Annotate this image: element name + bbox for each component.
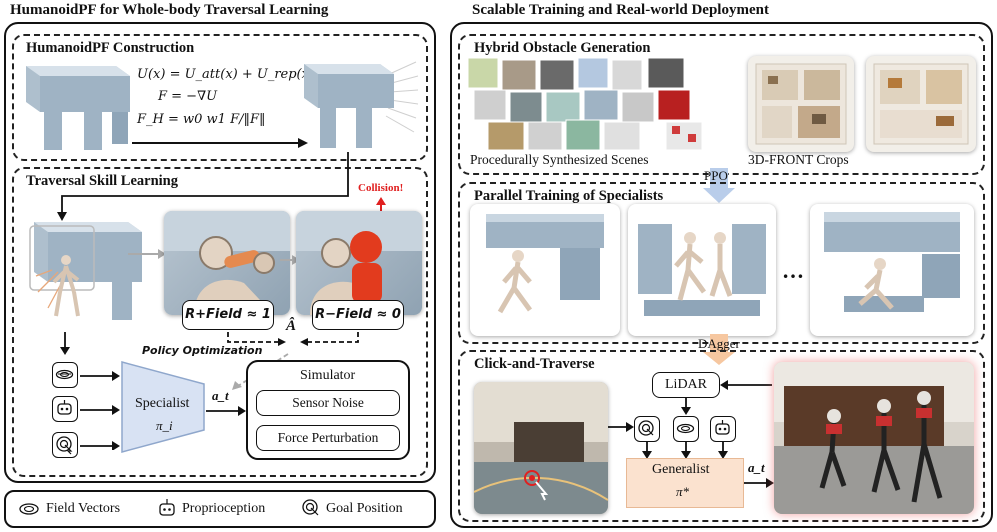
dagger-label: DAgger [698, 336, 740, 351]
lidar-to-field-arrow [681, 398, 691, 415]
goal-position-input-icon [52, 432, 78, 458]
reward-positive-box: R+Field ≈ 1 [182, 300, 274, 330]
click-title: Click-and-Traverse [474, 356, 595, 372]
gray-arrow-1 [128, 249, 166, 259]
force-perturbation-label: Force Perturbation [277, 430, 379, 445]
obstacle-gate-illustration [26, 66, 130, 150]
click-camera-view [474, 382, 608, 514]
generalist-symbol: π* [676, 484, 690, 499]
front-crops-label: 3D-FRONT Crops [748, 152, 849, 167]
construction-title: HumanoidPF Construction [26, 40, 195, 56]
left-panel-title: HumanoidPF for Whole-body Traversal Lear… [10, 2, 329, 18]
reward-negative: R−Field ≈ 0 [315, 307, 401, 322]
robot-to-lidar-arrow [720, 380, 772, 390]
proprioception-input-icon [52, 396, 78, 422]
parallel-title: Parallel Training of Specialists [474, 188, 664, 204]
force-perturbation-box: Force Perturbation [256, 425, 400, 451]
construction-arrow [132, 138, 308, 148]
reward-negative-box: R−Field ≈ 0 [312, 300, 404, 330]
right-panel-title: Scalable Training and Real-world Deploym… [472, 2, 769, 18]
closeup-collision [296, 211, 422, 315]
action-label-right: a_t [748, 460, 765, 475]
advantage-symbol: Â [286, 318, 297, 334]
collision-label: Collision! [358, 182, 404, 194]
goal-position-legend-icon [302, 499, 319, 516]
force-equation: F = −∇U [158, 89, 218, 104]
goal-position-deploy-icon [634, 416, 660, 442]
procedural-scenes-collage [467, 57, 703, 151]
potential-equation: U(x) = U_att(x) + U_rep(x) [137, 67, 315, 82]
reward-positive: R+Field ≈ 1 [185, 307, 271, 322]
icons-to-generalist-arrows [642, 442, 728, 459]
sensor-noise-box: Sensor Noise [256, 390, 400, 416]
view-to-icons-arrow [608, 422, 634, 432]
specialist-symbol: π_i [156, 418, 173, 433]
action-arrow-left [206, 406, 246, 416]
lidar-label: LiDAR [665, 377, 707, 392]
click-section [458, 350, 985, 522]
ppo-arrow [703, 168, 735, 203]
right-panel [450, 22, 993, 528]
left-panel [4, 22, 436, 483]
sensor-noise-label: Sensor Noise [292, 395, 364, 410]
specialist-label: Specialist [135, 396, 190, 411]
front-crop-2 [866, 56, 976, 152]
field-vectors-legend-icon [19, 503, 39, 515]
proprioception-deploy-icon [710, 416, 736, 442]
robot-in-obstacle-scene [29, 222, 142, 320]
specialist-network [121, 361, 205, 453]
action-arrow-right [744, 478, 774, 488]
action-label-left: a_t [212, 388, 229, 403]
generalist-label: Generalist [652, 462, 710, 477]
traversal-title: Traversal Skill Learning [26, 173, 178, 189]
input-arrows [80, 371, 120, 450]
dagger-arrow [703, 334, 735, 365]
proprioception-legend-icon [159, 499, 175, 516]
construction-section [12, 34, 428, 161]
specialist-scene-2 [628, 204, 776, 336]
specialist-scene-1 [470, 204, 620, 336]
specialist-scene-3 [810, 204, 974, 336]
simulator-title: Simulator [300, 368, 356, 383]
connector-arrow [57, 152, 349, 221]
legend-panel [4, 490, 436, 528]
front-crop-1 [748, 56, 854, 152]
more-specialists-ellipsis: … [782, 258, 804, 283]
real-robot-deployment-photo [774, 362, 974, 514]
ppo-label: PPO [704, 168, 728, 183]
robot-down-arrow [60, 332, 70, 355]
hybrid-title: Hybrid Obstacle Generation [474, 40, 651, 56]
legend-goal-position: Goal Position [326, 501, 403, 516]
legend-proprioception: Proprioception [182, 501, 266, 516]
field-vectors-input-icon [52, 362, 78, 388]
field-vector-equation: F_H = w0 w1 F/‖F‖ [137, 112, 266, 127]
field-vectors-deploy-icon [673, 416, 699, 442]
lidar-box: LiDAR [652, 372, 720, 398]
policy-optimization-label: Policy Optimization [142, 344, 263, 357]
advantage-dashed-arrows [227, 332, 359, 390]
traversal-section [12, 167, 428, 477]
obstacle-with-field-vectors [304, 61, 419, 148]
legend-field-vectors: Field Vectors [46, 501, 121, 516]
generalist-box [626, 458, 744, 508]
procedural-scenes-label: Procedurally Synthesized Scenes [470, 152, 649, 167]
